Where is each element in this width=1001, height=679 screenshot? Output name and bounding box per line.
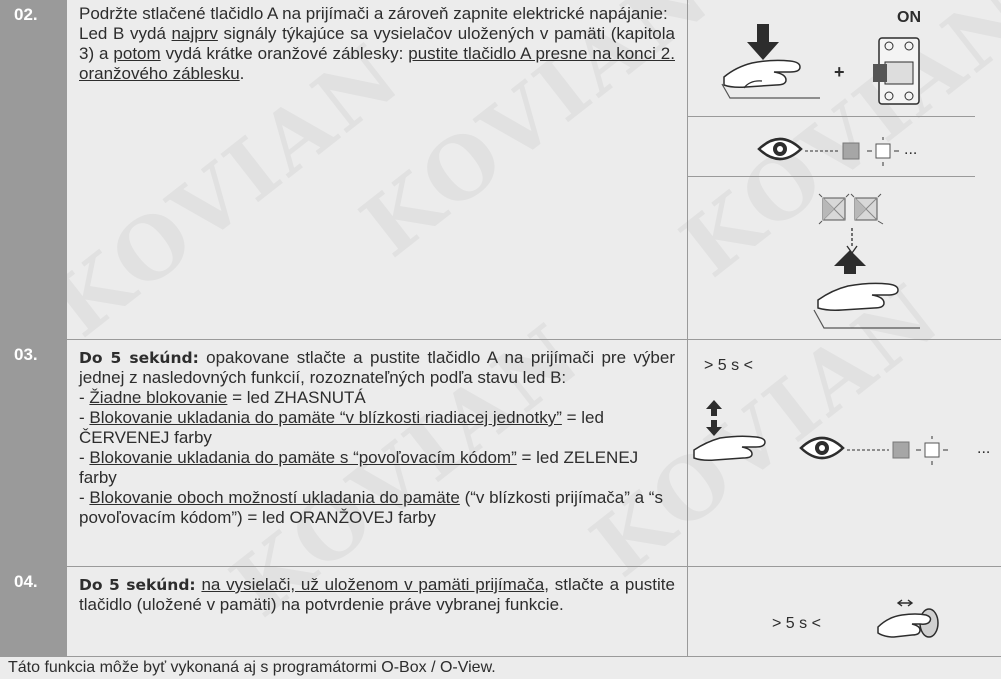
ellipsis: ... xyxy=(977,440,991,457)
release-finger-icon xyxy=(813,250,920,329)
option-label: Žiadne blokovanie xyxy=(89,388,228,407)
row-separator xyxy=(0,339,1001,340)
text: najprv xyxy=(171,24,218,43)
divider xyxy=(688,176,975,177)
step-text: Do 5 sekúnd: na vysielači, už uloženom v… xyxy=(67,567,687,656)
step-instruction: Led B vydá najprv signály týkajúce sa vy… xyxy=(79,24,675,84)
step-instruction: Podržte stlačené tlačidlo A na prijímači… xyxy=(79,4,668,23)
option-item: - Blokovanie oboch možností ukladania do… xyxy=(79,488,675,528)
step-text: Podržte stlačené tlačidlo A na prijímači… xyxy=(67,0,687,339)
option-label: Blokovanie oboch možností ukladania do p… xyxy=(89,488,460,507)
text: signály týkajúce sa vysielačov uložených… xyxy=(79,24,675,63)
text: - xyxy=(79,388,90,407)
on-label: ON xyxy=(897,9,921,26)
text: opakovane stlačte a pustite tlačidlo A n… xyxy=(79,348,675,387)
text: , stlačte a pustite tlačidlo (uložené v … xyxy=(79,575,675,614)
step-instruction: Do 5 sekúnd: opakovane stlačte a pustite… xyxy=(79,348,675,388)
text: na vysielači, už uloženom v pamäti prijí… xyxy=(201,575,545,594)
step-instruction: Do 5 sekúnd: na vysielači, už uloženom v… xyxy=(79,575,675,615)
circuit-breaker-icon xyxy=(873,37,920,105)
eye-icon xyxy=(757,137,803,161)
bold-lead: Do 5 sekúnd: xyxy=(79,576,196,594)
text: (“v blízkosti prijímača” a “s povoľovací… xyxy=(79,488,663,527)
text: = led ZELENEJ farby xyxy=(79,448,639,487)
step-figure: ON + ... xyxy=(687,0,1001,339)
plus-sign: + xyxy=(834,62,845,82)
text: = led ČERVENEJ farby xyxy=(79,408,604,447)
step-number: 02. xyxy=(0,0,67,339)
option-label: Blokovanie ukladania do pamäte s “povoľo… xyxy=(89,448,517,467)
led-sequence xyxy=(805,137,899,166)
transmitter-button-icon xyxy=(877,599,939,638)
step-figure: > 5 s < xyxy=(687,567,1001,656)
step-text: Do 5 sekúnd: opakovane stlačte a pustite… xyxy=(67,340,687,566)
step-03: 03. Do 5 sekúnd: opakovane stlačte a pus… xyxy=(0,340,1001,566)
text: pustite tlačidlo A presne na konci 2. or… xyxy=(79,44,675,83)
text: - xyxy=(79,448,90,467)
step-number: 04. xyxy=(0,567,67,656)
eye-icon xyxy=(799,436,845,460)
text: . xyxy=(239,64,245,83)
ellipsis: ... xyxy=(904,141,918,158)
row-separator xyxy=(0,566,1001,567)
option-item: - Blokovanie ukladania do pamäte “v blíz… xyxy=(79,408,675,448)
press-release-finger-icon xyxy=(693,400,766,461)
text: - xyxy=(79,408,90,427)
step-02: 02. Podržte stlačené tlačidlo A na prijí… xyxy=(0,0,1001,339)
time-limit-label: > 5 s < xyxy=(704,357,753,374)
step-figure: > 5 s < ... xyxy=(687,340,1001,566)
text: Led B vydá xyxy=(79,24,172,43)
step-04: 04. Do 5 sekúnd: na vysielači, už uložen… xyxy=(0,567,1001,656)
option-item: - Blokovanie ukladania do pamäte s “povo… xyxy=(79,448,675,488)
text: = led ZHASNUTÁ xyxy=(227,388,366,407)
orange-flash-icon xyxy=(818,193,884,225)
time-limit-label: > 5 s < xyxy=(772,615,821,632)
option-item: - Žiadne blokovanie = led ZHASNUTÁ xyxy=(79,388,675,408)
divider xyxy=(688,116,975,117)
text: potom xyxy=(113,44,161,63)
text: vydá krátke oranžové záblesky: xyxy=(160,44,409,63)
text: - xyxy=(79,488,90,507)
row-separator xyxy=(0,656,1001,657)
step-number: 03. xyxy=(0,340,67,566)
press-finger-icon xyxy=(721,24,820,99)
footer-note: Táto funkcia môže byť vykonaná aj s prog… xyxy=(8,659,496,676)
led-sequence xyxy=(847,436,948,465)
option-label: Blokovanie ukladania do pamäte “v blízko… xyxy=(89,408,562,427)
bold-lead: Do 5 sekúnd: xyxy=(79,349,199,367)
